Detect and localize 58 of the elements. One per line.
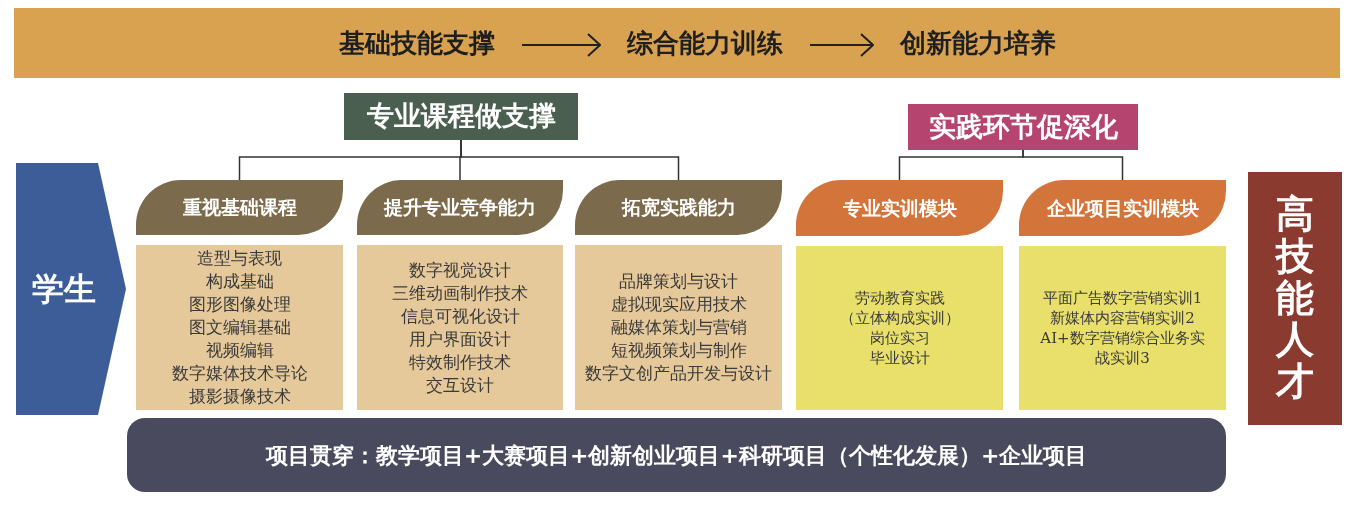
- list-item: AI+数字营销综合业务实战实训3: [1039, 328, 1206, 368]
- connector-line: [1022, 149, 1124, 181]
- heading-label: 实践环节促深化: [928, 109, 1118, 144]
- course-list-card: [357, 245, 563, 410]
- list-item: 数字视觉设计: [409, 258, 511, 282]
- stage-label: 创新能力培养: [900, 26, 1056, 60]
- list-item: 摄影摄像技术: [188, 385, 291, 408]
- category-tab: [136, 180, 343, 235]
- list-item: 新媒体内容营销实训2: [1050, 308, 1195, 328]
- heading-label: 企业项目实训模块: [1046, 195, 1199, 221]
- outcome-label: 高技能人才: [1276, 194, 1314, 403]
- training-list-card: [796, 246, 1003, 410]
- section-heading-box: [908, 104, 1138, 150]
- heading-label: 重视基础课程: [182, 195, 297, 221]
- list-item: 图形图像处理: [188, 293, 291, 316]
- heading-label: 提升专业竞争能力: [384, 195, 536, 221]
- list-item: 平面广告数字营销实训1: [1042, 288, 1203, 308]
- category-tab: [357, 180, 563, 235]
- list-item: 造型与表现: [197, 247, 282, 270]
- list-item: （立体构成实训）: [839, 308, 960, 328]
- list-item: 数字文创产品开发与设计: [585, 362, 772, 385]
- heading-label: 专业课程做支撑: [366, 99, 556, 134]
- list-item: 视频编辑: [205, 339, 274, 362]
- list-item: 信息可视化设计: [400, 304, 520, 328]
- heading-label: 拓宽实践能力: [621, 195, 736, 221]
- list-item: 构成基础: [205, 270, 274, 293]
- list-item: 融媒体策划与营销: [610, 316, 747, 339]
- list-item: 虚拟现实应用技术: [610, 293, 747, 316]
- heading-label: 学生: [32, 269, 96, 310]
- heading-label: 项目贯穿：教学项目+大赛项目+创新创业项目+科研项目（个性化发展）+企业项目: [265, 441, 1088, 470]
- stage-label: 综合能力训练: [627, 26, 783, 60]
- list-item: 用户界面设计: [409, 327, 511, 351]
- connector-line: [460, 139, 680, 181]
- list-item: 短视频策划与制作: [610, 339, 747, 362]
- list-item: 三维动画制作技术: [392, 281, 528, 305]
- list-item: 交互设计: [426, 373, 494, 397]
- section-heading-box: [344, 93, 578, 140]
- heading-label: 专业实训模块: [842, 195, 957, 221]
- category-tab: [575, 180, 782, 235]
- arrow: [521, 33, 601, 57]
- course-list-card: [575, 245, 782, 410]
- list-item: 劳动教育实践: [854, 288, 945, 308]
- list-item: 岗位实习: [869, 328, 930, 348]
- list-item: 毕业设计: [869, 348, 930, 368]
- arrow: [809, 33, 874, 57]
- course-list-card: [136, 245, 343, 410]
- stage-label: 基础技能支撑: [339, 26, 495, 60]
- student-arrow-shape: [16, 163, 126, 415]
- project-bar: [127, 418, 1226, 492]
- training-list-card: [1019, 246, 1226, 410]
- list-item: 品牌策划与设计: [619, 270, 738, 293]
- category-tab: [796, 180, 1003, 236]
- outcome-box: [1248, 172, 1342, 425]
- list-item: 特效制作技术: [409, 350, 511, 374]
- list-item: 数字媒体技术导论: [171, 362, 308, 385]
- category-tab: [1019, 180, 1226, 236]
- list-item: 图文编辑基础: [188, 316, 291, 339]
- stage-band: [14, 8, 1340, 78]
